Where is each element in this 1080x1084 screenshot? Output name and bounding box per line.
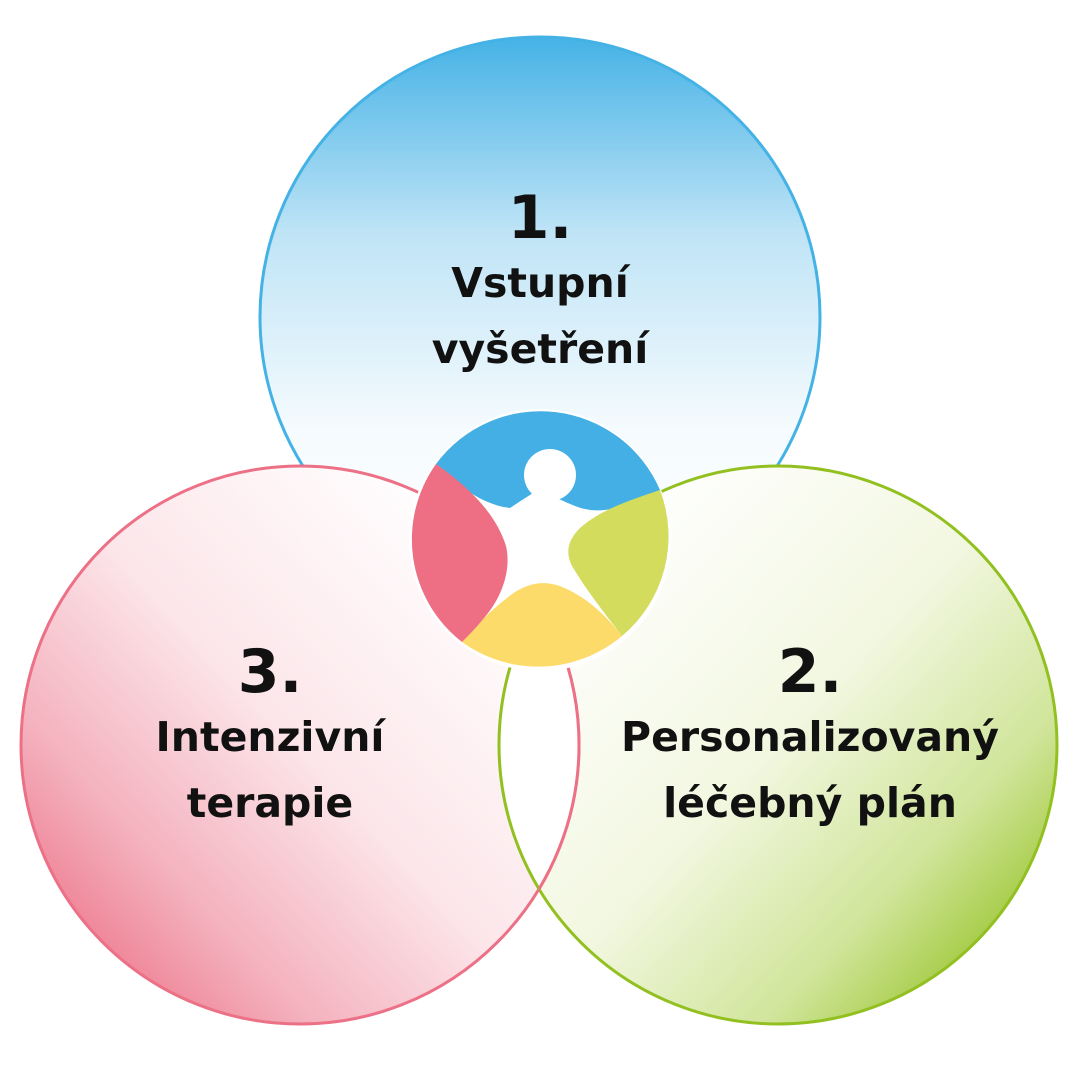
step-2-title-line-1: Personalizovaný — [621, 713, 999, 761]
step-2-title-line-2: léčebný plán — [663, 779, 957, 827]
person-logo-icon — [409, 409, 671, 671]
step-1-title-line-2: vyšetření — [431, 325, 649, 373]
step-3-title-line-2: terapie — [186, 779, 354, 827]
logo-yellow-segment — [462, 583, 622, 667]
step-3-title-line-1: Intenzivní — [155, 713, 385, 761]
logo-green-segment — [568, 490, 669, 636]
step-3-number: 3. — [237, 637, 303, 707]
step-1-number: 1. — [507, 183, 573, 253]
step-1-label: 1. Vstupní vyšetření — [340, 186, 740, 382]
step-3-label: 3. Intenzivní terapie — [70, 640, 470, 836]
logo-red-segment — [411, 464, 508, 642]
step-2-number: 2. — [777, 637, 843, 707]
step-1-title-line-1: Vstupní — [451, 259, 629, 307]
step-2-label: 2. Personalizovaný léčebný plán — [590, 640, 1030, 836]
